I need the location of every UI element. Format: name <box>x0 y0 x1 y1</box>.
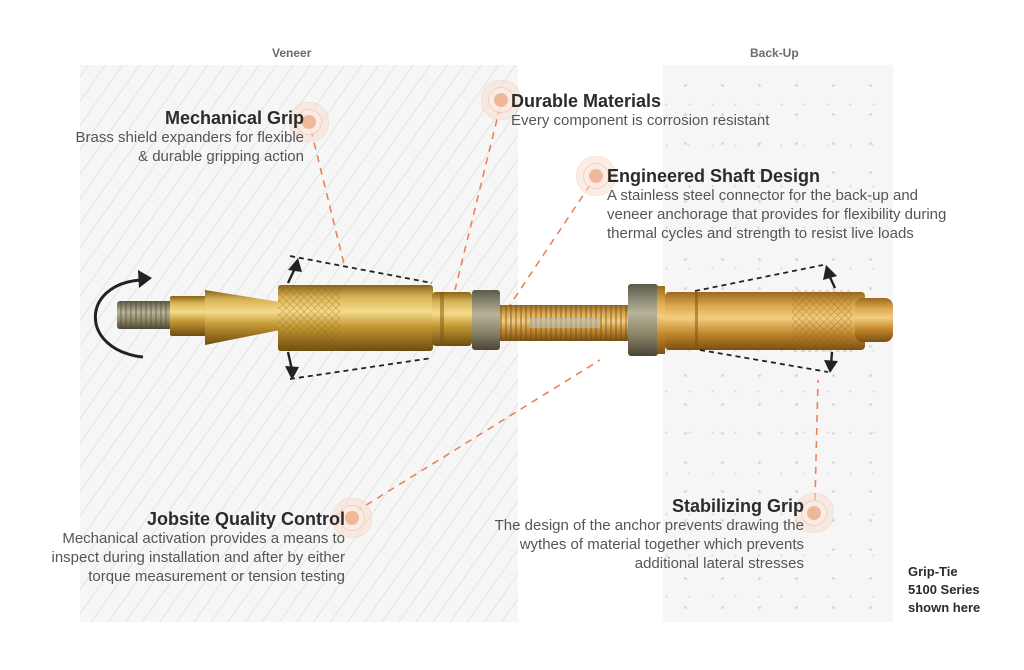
callout-engineered-shaft-design: Engineered Shaft Design A stainless stee… <box>607 166 946 243</box>
callout-title: Durable Materials <box>511 91 662 111</box>
rotate-arrow-icon <box>93 278 144 359</box>
callout-jobsite-quality-control: Jobsite Quality Control Mechanical activ… <box>51 509 345 586</box>
target-dot-icon <box>302 115 316 129</box>
callout-desc: A stainless steel connector for the back… <box>607 187 919 204</box>
target-dot-icon <box>494 93 508 107</box>
callout-desc: & durable gripping action <box>138 148 304 165</box>
callout-durable-materials: Durable Materials Every component is cor… <box>511 91 769 130</box>
callout-title: Mechanical Grip <box>164 108 304 128</box>
leader-lines <box>310 106 819 513</box>
callout-desc: additional lateral stresses <box>634 555 804 572</box>
callout-desc: inspect during installation and after by… <box>51 549 345 566</box>
callout-desc: veneer anchorage that provides for flexi… <box>607 206 947 223</box>
callout-desc: The design of the anchor prevents drawin… <box>494 517 804 534</box>
product-name: Grip-Tie <box>908 564 958 579</box>
callout-stabilizing-grip: Stabilizing Grip The design of the ancho… <box>495 496 804 573</box>
product-series-note: Grip-Tie 5100 Series shown here <box>908 563 980 617</box>
callout-desc: Brass shield expanders for flexible <box>75 129 304 146</box>
callout-title: Jobsite Quality Control <box>146 509 345 529</box>
callout-desc: Mechanical activation provides a means t… <box>62 530 345 547</box>
backup-label: Back-Up <box>750 46 799 60</box>
callout-title: Engineered Shaft Design <box>607 166 821 186</box>
product-series: 5100 Series <box>908 582 980 597</box>
product-shown-here: shown here <box>908 600 981 615</box>
leader-durable-materials <box>454 106 501 291</box>
leader-jobsite-quality <box>354 359 601 513</box>
callout-desc: torque measurement or tension testing <box>88 568 345 585</box>
callout-desc: wythes of material together which preven… <box>519 536 804 553</box>
leader-engineered-shaft <box>509 184 591 306</box>
callout-mechanical-grip: Mechanical Grip Brass shield expanders f… <box>76 108 304 166</box>
target-dot-icon <box>807 506 821 520</box>
leader-mechanical-grip <box>310 129 346 269</box>
target-dot-icon <box>589 169 603 183</box>
leader-stabilizing-grip <box>814 379 819 501</box>
expansion-lines <box>289 255 829 380</box>
target-dot-icon <box>345 511 359 525</box>
callout-title: Stabilizing Grip <box>671 496 804 516</box>
callout-desc: thermal cycles and strength to resist li… <box>607 225 914 242</box>
expand-arrow-icon <box>285 258 838 380</box>
callout-desc: Every component is corrosion resistant <box>511 112 770 129</box>
veneer-label: Veneer <box>272 46 312 60</box>
